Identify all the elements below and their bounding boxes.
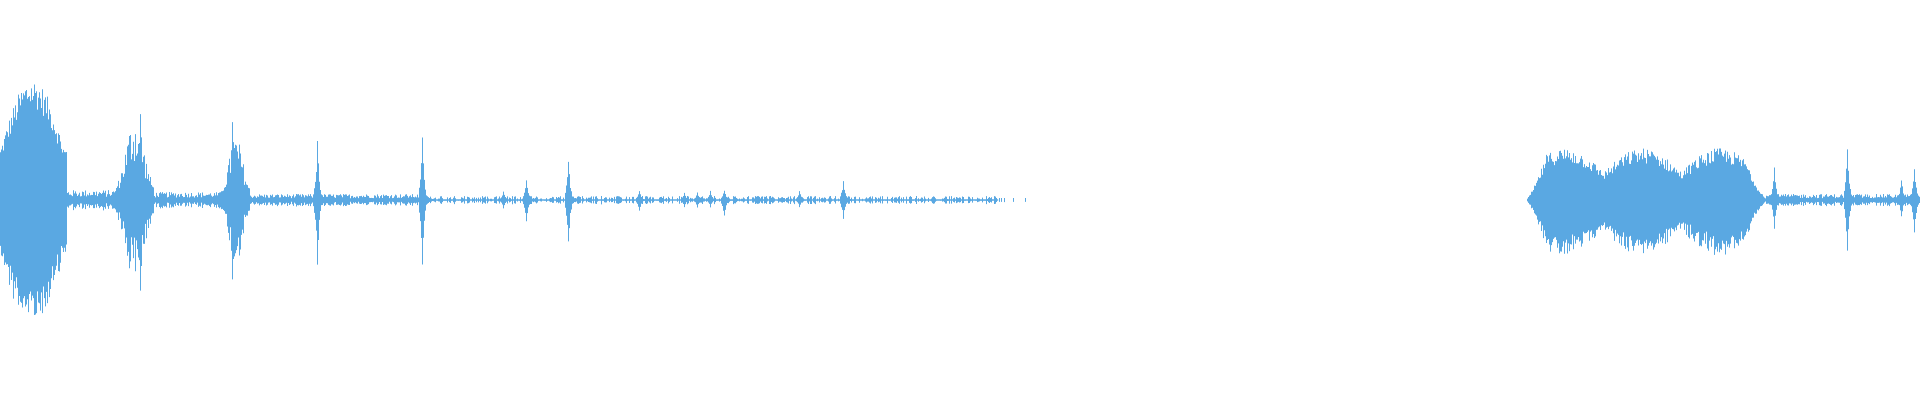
waveform-view[interactable] — [0, 0, 1920, 400]
audio-waveform[interactable] — [0, 0, 1920, 400]
